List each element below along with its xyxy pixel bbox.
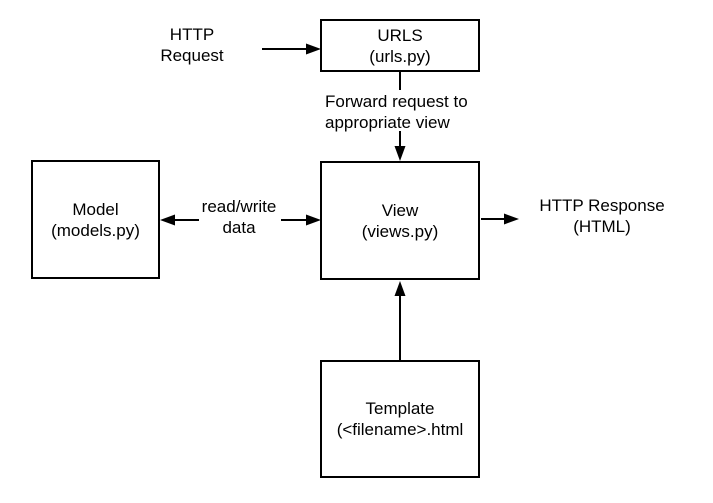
arrowhead-up-icon [394, 281, 406, 296]
arrowhead-down-icon [394, 146, 406, 161]
http-request-label-line1: HTTP [169, 25, 215, 44]
forward-request-label-line2: appropriate view [325, 113, 450, 132]
http-response-label-line1: HTTP Response [539, 196, 665, 215]
forward-request-label: Forward request to appropriate view [325, 91, 468, 133]
arrowhead-left-icon [160, 214, 175, 226]
read-write-data-label-line2: data [222, 218, 256, 237]
template-node-title: Template [365, 399, 435, 418]
model-node-subtitle: (models.py) [51, 220, 140, 240]
view-node-title: View [381, 200, 419, 220]
urls-node: URLS (urls.py) [320, 19, 480, 72]
template-node: Template (<filename>.html [320, 360, 480, 478]
model-node-title: Model [72, 199, 119, 219]
read-write-data-label: read/write data [193, 196, 285, 238]
view-to-model-arrow [160, 214, 199, 226]
arrowhead-right-icon [504, 213, 519, 225]
view-node-subtitle: (views.py) [361, 221, 439, 241]
model-to-view-arrow [281, 214, 321, 226]
view-to-response-arrow [481, 213, 519, 225]
template-node-subtitle: (<filename>.html [336, 420, 464, 439]
urls-node-title: URLS [377, 25, 423, 45]
template-to-view-arrow [394, 281, 406, 360]
http-request-label-line2: Request [160, 46, 224, 65]
label-to-view-arrow [394, 131, 406, 161]
read-write-data-label-line1: read/write [201, 197, 277, 216]
http-response-label-line2: (HTML) [573, 217, 631, 236]
http-response-label: HTTP Response (HTML) [527, 195, 677, 237]
arrowhead-right-icon [306, 214, 321, 226]
http-request-label: HTTP Request [140, 24, 244, 66]
forward-request-label-line1: Forward request to [325, 92, 468, 111]
model-node: Model (models.py) [31, 160, 160, 279]
view-node: View (views.py) [320, 161, 480, 280]
urls-node-subtitle: (urls.py) [369, 46, 431, 66]
arrowhead-right-icon [306, 43, 321, 55]
http-request-to-urls-arrow [262, 43, 321, 55]
